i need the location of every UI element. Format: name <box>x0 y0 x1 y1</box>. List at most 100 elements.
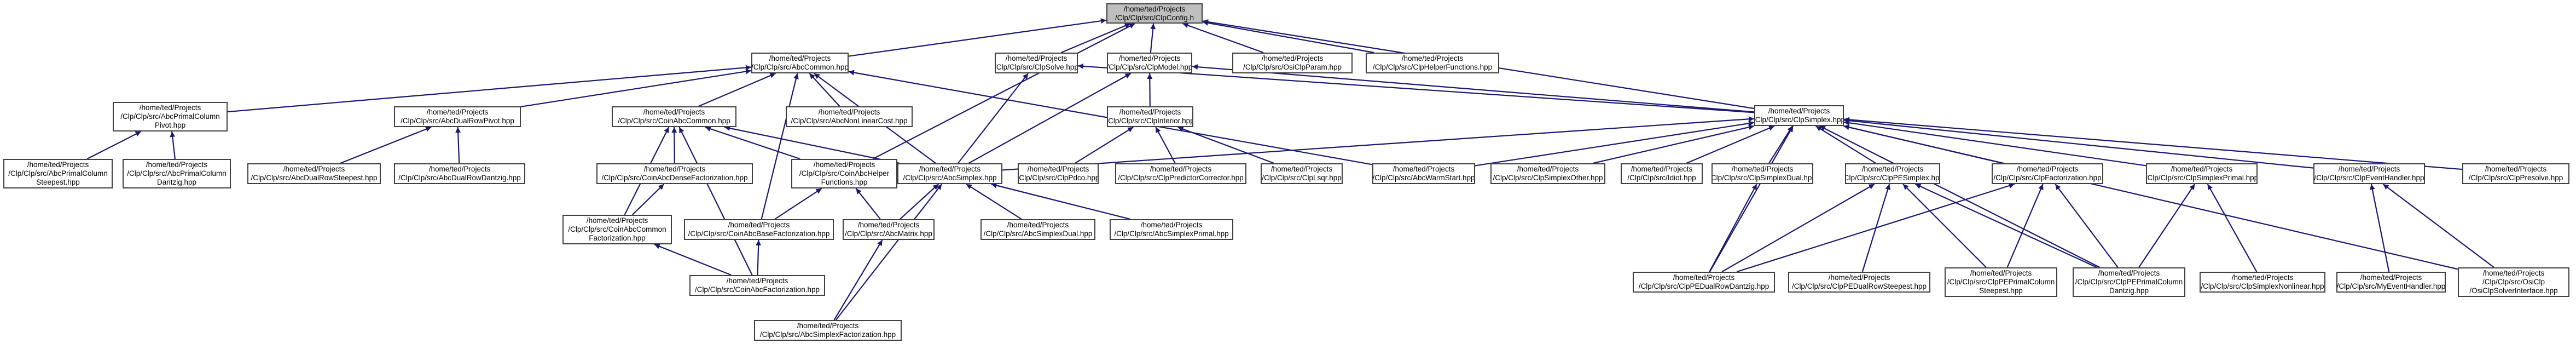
node-clpsimplexnonlinear-hpp[interactable]: /home/ted/Projects /Clp/Clp/src/ClpSimpl… <box>2200 272 2325 293</box>
node-abcprimalcolumndantzig-hpp[interactable]: /home/ted/Projects /Clp/Clp/src/AbcPrima… <box>123 159 231 188</box>
node-line: /Clp/Clp/src/ClpPredictorCorrector.hpp <box>1118 174 1244 182</box>
node-abcprimalcolumnsteepest-hpp[interactable]: /home/ted/Projects /Clp/Clp/src/AbcPrima… <box>3 159 113 188</box>
node-coinabcbasefactorization-hpp[interactable]: /home/ted/Projects /Clp/Clp/src/CoinAbcB… <box>684 219 834 240</box>
node-clppresolve-hpp[interactable]: /home/ted/Projects /Clp/Clp/src/ClpPreso… <box>2462 163 2569 184</box>
edge-n5-to-n4 <box>1192 64 1755 113</box>
node-line: /Clp/Clp/src/AbcDualRowPivot.hpp <box>401 117 514 125</box>
node-abcsimplexfactorization-hpp[interactable]: /home/ted/Projects /Clp/Clp/src/AbcSimpl… <box>754 320 902 341</box>
edge-n32-to-n17 <box>632 184 665 215</box>
node-clppesimplex-hpp[interactable]: /home/ted/Projects /Clp/Clp/src/ClpPESim… <box>1845 163 1940 184</box>
node-line: /Clp/Clp/src/AbcPrimalColumn <box>127 169 227 178</box>
node-line: /home/ted/Projects <box>139 104 201 112</box>
node-clppdco-hpp[interactable]: /home/ted/Projects /Clp/Clp/src/ClpPdco.… <box>1018 163 1099 184</box>
node-coinabccommonfactorization-hpp[interactable]: /home/ted/Projects /Clp/Clp/src/CoinAbcC… <box>562 215 672 244</box>
node-line: /Clp/Clp/src/ClpEventHandler.hpp <box>2314 174 2424 182</box>
node-line: /home/ted/Projects <box>1119 108 1181 116</box>
node-line: /home/ted/Projects <box>1673 273 1735 282</box>
edge-n3-to-n1 <box>1060 22 1131 54</box>
node-abcmatrix-hpp[interactable]: /home/ted/Projects /Clp/Clp/src/AbcMatri… <box>843 219 935 240</box>
node-clppredictorcorrector-hpp[interactable]: /home/ted/Projects /Clp/Clp/src/ClpPredi… <box>1115 163 1246 184</box>
node-clpsimplexdual-hpp[interactable]: /home/ted/Projects /Clp/Clp/src/ClpSimpl… <box>1711 163 1813 184</box>
node-line: /home/ted/Projects <box>1270 165 1333 173</box>
node-clpsolve-hpp[interactable]: /home/ted/Projects /Clp/Clp/src/ClpSolve… <box>995 53 1078 73</box>
node-clpsimplexprimal-hpp[interactable]: /home/ted/Projects /Clp/Clp/src/ClpSimpl… <box>2146 163 2258 184</box>
node-line: /home/ted/Projects <box>426 108 489 116</box>
node-abcwarmstart-hpp[interactable]: /home/ted/Projects /Clp/Clp/src/AbcWarmS… <box>1372 163 1475 184</box>
node-line: /home/ted/Projects <box>857 221 920 229</box>
node-line: /Clp/Clp/src/Idiot.hpp <box>1627 174 1696 182</box>
node-abcsimplexprimal-hpp[interactable]: /home/ted/Projects /Clp/Clp/src/AbcSimpl… <box>1110 219 1233 240</box>
node-clppedualrowdantzig-hpp[interactable]: /home/ted/Projects /Clp/Clp/src/ClpPEDua… <box>1633 272 1775 293</box>
node-line: /home/ted/Projects <box>1828 273 1890 282</box>
node-idiot-hpp[interactable]: /home/ted/Projects /Clp/Clp/src/Idiot.hp… <box>1621 163 1703 184</box>
node-abcprimalcolumnpivot-hpp[interactable]: /home/ted/Projects /Clp/Clp/src/AbcPrima… <box>113 102 228 131</box>
node-line: /home/ted/Projects <box>728 221 790 229</box>
node-line: /home/ted/Projects <box>643 108 705 116</box>
node-line: /Clp/Clp/src/AbcSimplex.hpp <box>903 174 997 182</box>
node-osiclpparam-hpp[interactable]: /home/ted/Projects /Clp/Clp/src/OsiClpPa… <box>1232 53 1353 73</box>
node-abcnonlinearcost-hpp[interactable]: /home/ted/Projects /Clp/Clp/src/AbcNonLi… <box>786 106 913 127</box>
node-line: /home/ted/Projects <box>27 161 89 169</box>
node-line: /Clp/Clp/src/AbcSimplexFactorization.hpp <box>759 330 896 339</box>
node-clpeventhandler-hpp[interactable]: /home/ted/Projects /Clp/Clp/src/ClpEvent… <box>2313 163 2425 184</box>
node-coinabcdensefactorization-hpp[interactable]: /home/ted/Projects /Clp/Clp/src/CoinAbcD… <box>596 163 753 184</box>
node-line: /Clp/Clp/src/MyEventHandler.hpp <box>2336 282 2446 290</box>
node-clpsimplex-hpp[interactable]: /home/ted/Projects /Clp/Clp/src/ClpSimpl… <box>1754 105 1844 126</box>
edge-n25-to-n5 <box>1686 125 1775 164</box>
node-line: /Clp/Clp/src/ClpLsqr.hpp <box>1262 174 1342 182</box>
edge-n23-to-n5 <box>1475 121 1755 167</box>
node-line: /home/ted/Projects <box>2171 165 2233 173</box>
node-line: /Clp/Clp/src/AbcCommon.hpp <box>751 63 849 71</box>
node-clplsqr-hpp[interactable]: /home/ted/Projects /Clp/Clp/src/ClpLsqr.… <box>1261 163 1343 184</box>
edge-n26-to-n5 <box>1768 125 1793 164</box>
node-abcdualrowsteepest-hpp[interactable]: /home/ted/Projects /Clp/Clp/src/AbcDualR… <box>247 163 381 184</box>
node-abcdualrowdantzig-hpp[interactable]: /home/ted/Projects /Clp/Clp/src/AbcDualR… <box>394 163 525 184</box>
node-line: /Clp/Clp/src/ClpSolve.hpp <box>995 63 1078 71</box>
node-coinabcfactorization-hpp[interactable]: /home/ted/Projects /Clp/Clp/src/CoinAbcF… <box>689 275 825 296</box>
node-clpsimplexother-hpp[interactable]: /home/ted/Projects /Clp/Clp/src/ClpSimpl… <box>1490 163 1605 184</box>
node-coinabccommon-hpp[interactable]: /home/ted/Projects /Clp/Clp/src/CoinAbcC… <box>612 106 736 127</box>
node-line: /Clp/Clp/src/ClpPdco.hpp <box>1018 174 1099 182</box>
node-line: /OsiClpSolverInterface.hpp <box>2469 287 2558 295</box>
node-line: Functions.hpp <box>821 178 868 186</box>
edge-n40-to-n28 <box>2055 184 2119 268</box>
node-line: /home/ted/Projects <box>2338 165 2400 173</box>
node-osiclpsolverinterface-hpp[interactable]: /home/ted/Projects /Clp/Clp/src/OsiClp /… <box>2458 267 2569 297</box>
edge-n35-to-n19 <box>966 184 1022 220</box>
node-myeventhandler-hpp[interactable]: /home/ted/Projects /Clp/Clp/src/MyEventH… <box>2336 272 2446 293</box>
edge-n19-to-n3 <box>957 73 1029 164</box>
edge-n34-to-n18 <box>855 188 881 220</box>
node-clppeprimalcolumnsteepest-hpp[interactable]: /home/ted/Projects /Clp/Clp/src/ClpPEPri… <box>1945 267 2057 297</box>
node-line: /home/ted/Projects <box>586 216 648 225</box>
edge-n19-to-n4 <box>968 73 1132 164</box>
node-clppeprimalcolumndantzig-hpp[interactable]: /home/ted/Projects /Clp/Clp/src/ClpPEPri… <box>2073 267 2185 297</box>
node-abccommon-hpp[interactable]: /home/ted/Projects /Clp/Clp/src/AbcCommo… <box>751 53 849 73</box>
node-abcsimplexdual-hpp[interactable]: /home/ted/Projects /Clp/Clp/src/AbcSimpl… <box>980 219 1095 240</box>
edge-n33-to-n2 <box>761 73 799 220</box>
node-coinabchelperfunctions-hpp[interactable]: /home/ted/Projects /Clp/Clp/src/CoinAbcH… <box>791 159 897 188</box>
node-line: /Clp/Clp/src/CoinAbcHelper <box>799 169 890 178</box>
node-abcdualrowpivot-hpp[interactable]: /home/ted/Projects /Clp/Clp/src/AbcDualR… <box>394 106 521 127</box>
edge-n5-to-n3 <box>1077 63 1755 113</box>
node-clpinterior-hpp[interactable]: /home/ted/Projects /Clp/Clp/src/ClpInter… <box>1107 106 1193 127</box>
node-line: /home/ted/Projects <box>1027 165 1089 173</box>
edge-n29-to-n5 <box>1843 120 2146 167</box>
node-line: Factorization.hpp <box>589 234 646 242</box>
edge-n44-to-n33 <box>756 239 762 276</box>
edge-n37-to-n28 <box>1736 183 2015 273</box>
node-line: /Clp/Clp/src/ClpSimplexDual.hpp <box>1711 174 1813 182</box>
node-clpmodel-hpp[interactable]: /home/ted/Projects /Clp/Clp/src/ClpModel… <box>1107 53 1192 73</box>
node-line: /Clp/Clp/src/ClpHelperFunctions.hpp <box>1372 63 1493 71</box>
node-line: Steepest.hpp <box>1979 287 2023 295</box>
node-clpfactorization-hpp[interactable]: /home/ted/Projects /Clp/Clp/src/ClpFacto… <box>1992 163 2103 184</box>
node-clphelperfunctions-hpp[interactable]: /home/ted/Projects /Clp/Clp/src/ClpHelpe… <box>1366 53 1499 73</box>
node-line: /home/ted/Projects <box>2482 269 2545 277</box>
node-line: /home/ted/Projects <box>1261 54 1324 62</box>
node-line: /home/ted/Projects <box>1150 165 1212 173</box>
node-line: /Clp/Clp/src/AbcWarmStart.hpp <box>1372 174 1475 182</box>
node-abcsimplex-hpp[interactable]: /home/ted/Projects /Clp/Clp/src/AbcSimpl… <box>897 163 1002 184</box>
node-clppedualrowsteepest-hpp[interactable]: /home/ted/Projects /Clp/Clp/src/ClpPEDua… <box>1788 272 1930 293</box>
node-line: /Clp/Clp/src/CoinAbcDenseFactorization.h… <box>601 174 748 182</box>
edge-n37-to-n27 <box>1721 184 1875 272</box>
node-line: /Clp/Clp/src/CoinAbcBaseFactorization.hp… <box>688 230 830 238</box>
